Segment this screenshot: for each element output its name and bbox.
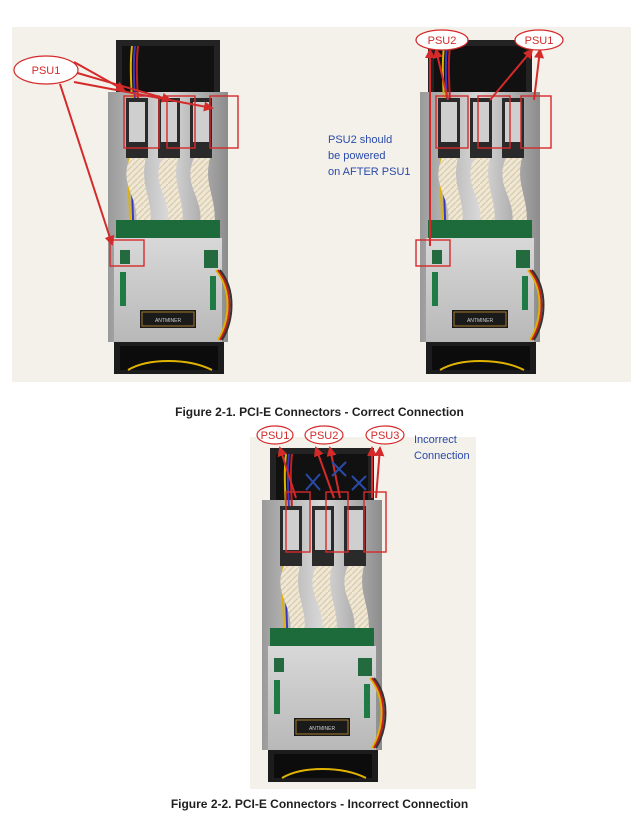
incorrect-psu-arrows [277,446,385,499]
left-psu-arrows [59,61,214,246]
incorrect-psu2-label: PSU2 [310,430,339,442]
miner-right-unit [419,39,545,375]
miner-left-unit [107,39,233,375]
psu-oval-icon [256,425,294,445]
psu-oval-icon [514,29,564,51]
incorrect-connector-boxes [285,491,387,553]
psu-oval-icon [13,55,79,85]
miner-incorrect-unit [261,447,387,783]
psu-oval-icon [304,425,344,445]
incorrect-connection-note: Incorrect Connection [414,434,470,462]
right-psu-arrows [425,48,545,246]
figure-2-2-caption: Figure 2-2. PCI-E Connectors - Incorrect… [170,797,469,811]
right-psu1-label: PSU1 [525,35,554,47]
left-connector-boxes [109,95,239,267]
psu-order-note: PSU2 should be powered on AFTER PSU1 [328,134,411,178]
right-connector-boxes [415,95,552,267]
psu-oval-icon [415,29,469,51]
incorrect-psu3-label: PSU3 [371,430,400,442]
right-psu2-label: PSU2 [428,35,457,47]
psu-oval-icon [365,425,405,445]
incorrect-psu1-label: PSU1 [261,430,290,442]
figure-2-1-caption: Figure 2-1. PCI-E Connectors - Correct C… [175,405,464,419]
left-psu1-label: PSU1 [32,65,61,77]
x-cross-icon [305,461,367,491]
